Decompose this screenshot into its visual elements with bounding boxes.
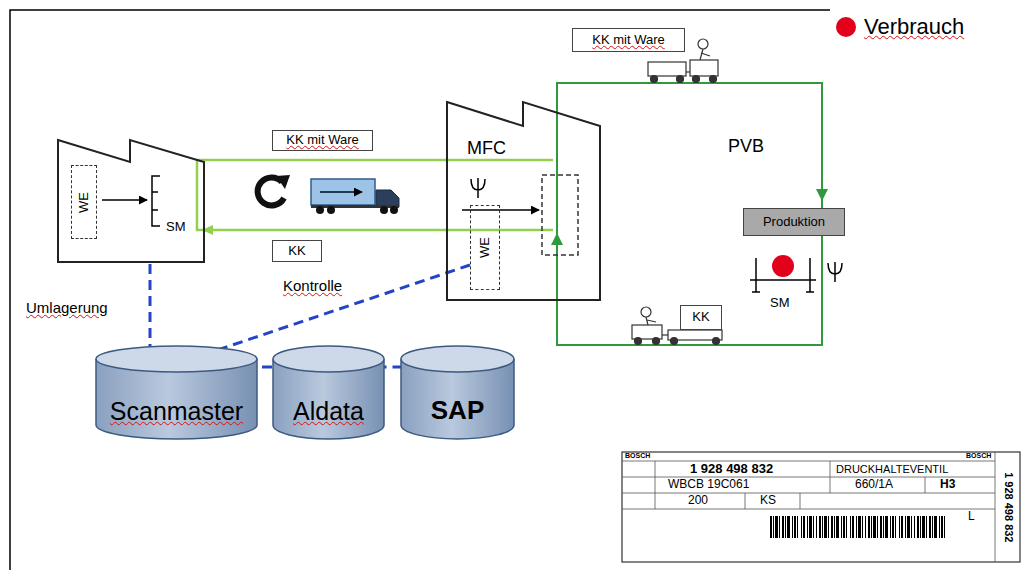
building-outline — [445, 100, 603, 302]
truck-wheel — [380, 206, 388, 214]
truck-wheel — [316, 206, 324, 214]
truck-wheel — [390, 206, 398, 214]
tugger-wheel — [653, 338, 660, 345]
node-text: Aldata — [293, 397, 364, 426]
card-code: H3 — [940, 478, 955, 492]
kanban-label-box: KK — [272, 240, 322, 262]
card-location: 660/1A — [855, 478, 893, 492]
kanban-label-box: KK — [680, 305, 722, 330]
node-text: KK mit Ware — [286, 133, 358, 148]
node-text: Scanmaster — [110, 397, 243, 426]
tugger-wheel — [710, 76, 717, 83]
trailer-arrow — [320, 191, 362, 193]
consumption-dot — [772, 255, 794, 277]
shelf-bracket — [152, 176, 160, 226]
card-quantity: 200 — [688, 494, 708, 508]
building-outline-shape — [447, 102, 600, 300]
database-cylinder: SAP — [400, 345, 515, 440]
flow-arrow — [102, 199, 147, 201]
area-label: PVB — [728, 136, 764, 157]
node-text: KK — [692, 310, 709, 325]
tugger-hitch — [662, 334, 668, 335]
tugger-wheel — [713, 338, 720, 345]
node-text: KK — [288, 244, 305, 259]
card-brand: BOSCH — [625, 452, 650, 460]
card-supplier-code: WBCB 19C061 — [668, 478, 749, 492]
card-grid — [622, 452, 995, 562]
driver-body — [646, 317, 656, 325]
database-cylinder: Aldata — [272, 345, 385, 440]
rack-label: SM — [770, 296, 790, 311]
card-code: L — [968, 510, 975, 524]
loop-arrowhead — [816, 189, 828, 201]
cylinder-shape — [95, 345, 258, 440]
kanban-label-box: KK mit Ware — [272, 130, 373, 151]
tugger-wheel — [651, 76, 658, 83]
cylinder-top — [273, 346, 384, 372]
tugger-wheel — [677, 76, 684, 83]
cylinder-shape — [272, 345, 385, 440]
kanban-label-box: KK mit Ware — [572, 28, 685, 52]
plant-building: SM WE — [56, 136, 208, 264]
cylinder-top — [96, 346, 257, 372]
barcode — [770, 516, 946, 538]
node-text: WE — [77, 192, 92, 213]
truck-cab — [376, 190, 399, 207]
truck-icon — [311, 179, 399, 214]
flow-arrow — [462, 209, 539, 211]
driver-head — [641, 307, 651, 317]
connector-label: Umlagerung — [25, 299, 109, 316]
card-outline — [622, 452, 1020, 562]
truck-trailer — [311, 179, 375, 205]
card-part-number: 1 928 498 832 — [690, 462, 773, 477]
slide-frame — [10, 10, 830, 570]
node-text: Produktion — [763, 215, 825, 230]
legend-entry: Verbrauch — [836, 14, 964, 39]
card-brand: BOSCH — [966, 452, 991, 460]
cylinder-top — [401, 346, 514, 372]
storage-area — [542, 175, 578, 255]
cycle-arrowhead — [276, 175, 290, 189]
card-part-number: 1 928 498 832 — [1002, 472, 1015, 542]
building-outline-shape — [58, 140, 204, 262]
connector-label: Kontrolle — [282, 277, 343, 294]
driver-head — [698, 39, 708, 49]
driver-body — [700, 49, 710, 60]
cylinder-shape — [400, 345, 515, 440]
node-text: MFC — [467, 138, 506, 159]
kanban-card — [622, 452, 1020, 562]
tugger-wheel — [635, 338, 642, 345]
node-text: SM — [166, 220, 186, 235]
node-text: KK mit Ware — [592, 33, 664, 48]
tugger-wheel — [693, 76, 700, 83]
node-text: WE — [478, 237, 493, 258]
tugger-wheel — [671, 338, 678, 345]
loop-arrowhead — [551, 233, 563, 245]
database-cylinder: Scanmaster — [95, 345, 258, 440]
scanner-symbol — [828, 262, 842, 282]
legend-text: Verbrauch — [864, 14, 964, 39]
plant-building: MFC WE — [445, 100, 603, 302]
card-unit: KS — [760, 494, 776, 508]
tugger-vehicle — [632, 325, 662, 339]
card-part-name: DRUCKHALTEVENTIL — [836, 463, 948, 476]
production-box: Produktion — [743, 208, 845, 236]
tugger-vehicle — [690, 60, 718, 76]
goods-receipt-area: WE — [71, 165, 98, 239]
legend-swatch — [836, 17, 856, 37]
node-text: SAP — [431, 396, 484, 426]
scanner-symbol — [471, 178, 485, 198]
goods-receipt-area: WE — [470, 205, 500, 290]
tugger-cart — [648, 62, 686, 76]
truck-wheel — [327, 206, 335, 214]
